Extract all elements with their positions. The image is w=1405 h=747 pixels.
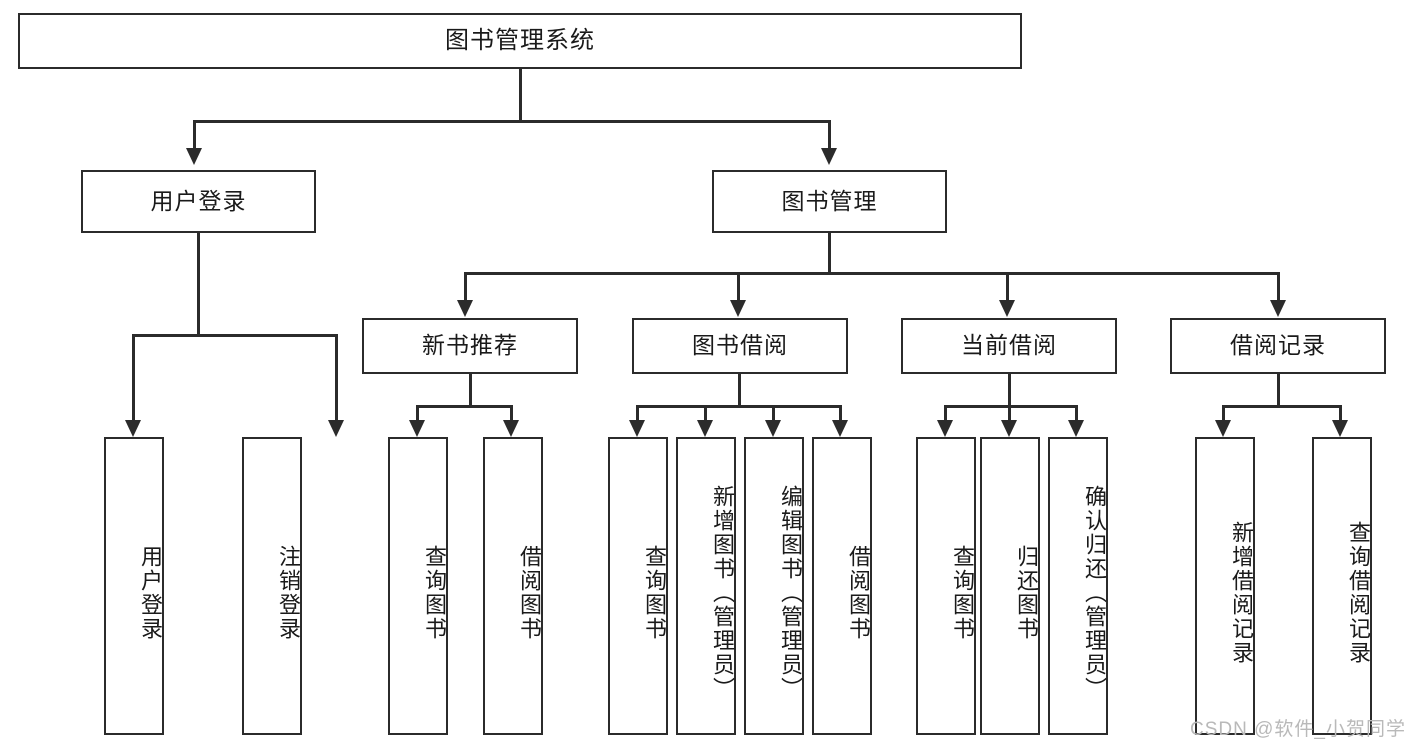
node-book-management[interactable]: 图书管理 — [712, 170, 947, 233]
connector-bm-to-book-borrow — [737, 272, 740, 300]
connector-bm-to-current-borrow — [1006, 272, 1009, 300]
leaf-borrow-record-query-record[interactable]: 查询借阅记录 — [1312, 437, 1372, 735]
connector-user-login-bus — [132, 334, 338, 337]
connector-current-borrow-leaf-2 — [1008, 405, 1011, 420]
arrowhead-bm-to-borrow-record — [1270, 300, 1286, 317]
node-root-book-management-system[interactable]: 图书管理系统 — [18, 13, 1022, 69]
connector-bm-to-new-book — [464, 272, 467, 300]
connector-user-login-leaf-1 — [132, 334, 135, 420]
connector-borrow-record-leaf-2 — [1339, 405, 1342, 420]
node-user-login[interactable]: 用户登录 — [81, 170, 316, 233]
connector-borrow-record-bus — [1222, 405, 1342, 408]
connector-borrow-record-leaf-1 — [1222, 405, 1225, 420]
node-book-borrow[interactable]: 图书借阅 — [632, 318, 848, 374]
leaf-current-borrow-return-book[interactable]: 归还图书 — [980, 437, 1040, 735]
connector-new-book-bus — [416, 405, 512, 408]
node-new-book-recommend[interactable]: 新书推荐 — [362, 318, 578, 374]
connector-new-book-leaf-1 — [416, 405, 419, 420]
node-borrow-record[interactable]: 借阅记录 — [1170, 318, 1386, 374]
arrowhead-bm-to-book-borrow — [730, 300, 746, 317]
arrowhead-bm-to-current-borrow — [999, 300, 1015, 317]
leaf-current-borrow-confirm-return-admin[interactable]: 确认归还（管理员） — [1048, 437, 1108, 735]
arrowhead-book-borrow-leaf-1 — [629, 420, 645, 437]
arrowhead-bm-to-new-book — [457, 300, 473, 317]
csdn-watermark: CSDN @软件_小贺同学 — [1190, 719, 1405, 740]
connector-root-to-book-management — [828, 120, 831, 148]
connector-current-borrow-leaf-1 — [944, 405, 947, 420]
connector-new-book-leaf-2 — [510, 405, 513, 420]
connector-book-management-bus — [464, 272, 1280, 275]
leaf-current-borrow-query-book[interactable]: 查询图书 — [916, 437, 976, 735]
arrowhead-book-borrow-leaf-3 — [765, 420, 781, 437]
arrowhead-new-book-leaf-1 — [409, 420, 425, 437]
leaf-user-login-login[interactable]: 用户登录 — [104, 437, 164, 735]
connector-current-borrow-leaf-3 — [1075, 405, 1078, 420]
leaf-book-borrow-edit-book-admin[interactable]: 编辑图书（管理员） — [744, 437, 804, 735]
connector-current-borrow-stem — [1008, 374, 1011, 408]
arrowhead-root-to-user-login — [186, 148, 202, 165]
leaf-book-borrow-add-book-admin[interactable]: 新增图书（管理员） — [676, 437, 736, 735]
leaf-new-book-borrow-book[interactable]: 借阅图书 — [483, 437, 543, 735]
connector-root-to-user-login — [193, 120, 196, 148]
connector-user-login-leaf-2 — [335, 334, 338, 420]
connector-book-borrow-leaf-1 — [636, 405, 639, 420]
arrowhead-new-book-leaf-2 — [503, 420, 519, 437]
connector-root-bus — [193, 120, 830, 123]
arrowhead-current-borrow-leaf-1 — [937, 420, 953, 437]
connector-book-management-stem — [828, 233, 831, 275]
leaf-user-login-logout[interactable]: 注销登录 — [242, 437, 302, 735]
connector-user-login-stem — [197, 233, 200, 337]
leaf-new-book-query-book[interactable]: 查询图书 — [388, 437, 448, 735]
arrowhead-current-borrow-leaf-2 — [1001, 420, 1017, 437]
arrowhead-current-borrow-leaf-3 — [1068, 420, 1084, 437]
connector-book-borrow-leaf-3 — [772, 405, 775, 420]
arrowhead-root-to-book-management — [821, 148, 837, 165]
arrowhead-user-login-leaf-1 — [125, 420, 141, 437]
arrowhead-book-borrow-leaf-2 — [697, 420, 713, 437]
connector-new-book-stem — [469, 374, 472, 408]
arrowhead-book-borrow-leaf-4 — [832, 420, 848, 437]
leaf-borrow-record-add-record[interactable]: 新增借阅记录 — [1195, 437, 1255, 735]
arrowhead-user-login-leaf-2 — [328, 420, 344, 437]
connector-current-borrow-bus — [944, 405, 1078, 408]
connector-book-borrow-leaf-4 — [839, 405, 842, 420]
arrowhead-borrow-record-leaf-1 — [1215, 420, 1231, 437]
connector-book-borrow-leaf-2 — [704, 405, 707, 420]
connector-book-borrow-stem — [738, 374, 741, 408]
connector-borrow-record-stem — [1277, 374, 1280, 408]
leaf-book-borrow-query-book[interactable]: 查询图书 — [608, 437, 668, 735]
connector-root-stem — [519, 69, 522, 122]
connector-book-borrow-bus — [636, 405, 842, 408]
leaf-book-borrow-borrow-book[interactable]: 借阅图书 — [812, 437, 872, 735]
arrowhead-borrow-record-leaf-2 — [1332, 420, 1348, 437]
node-current-borrow[interactable]: 当前借阅 — [901, 318, 1117, 374]
connector-bm-to-borrow-record — [1277, 272, 1280, 300]
